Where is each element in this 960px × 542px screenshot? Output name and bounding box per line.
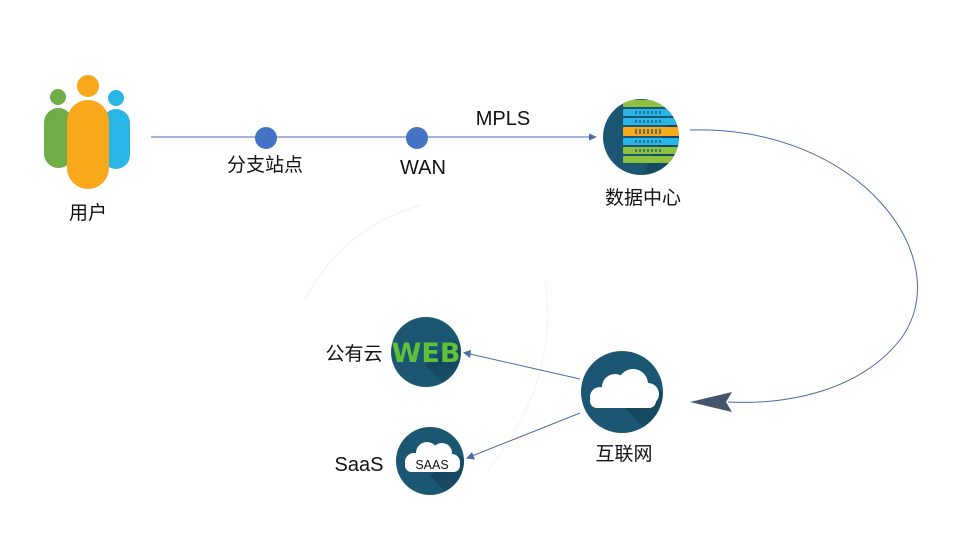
- wan-dot: [406, 127, 428, 149]
- cloud-icon: [581, 351, 663, 433]
- web-icon-text: WEB: [392, 338, 461, 369]
- mpls-label: MPLS: [476, 108, 530, 130]
- arrowhead: [463, 350, 471, 358]
- public-cloud-label: 公有云: [325, 343, 382, 365]
- link-internet-to-public-cloud: [469, 353, 581, 380]
- wan-label: WAN: [400, 157, 446, 179]
- datacenter-label: 数据中心: [605, 187, 681, 209]
- link-internet-to-saas: [471, 412, 581, 457]
- people-icon: [44, 75, 130, 189]
- background-arc: [487, 279, 549, 471]
- saas-cloud-icon: SAAS: [396, 427, 464, 495]
- background-arc: [304, 204, 421, 301]
- web-icon: WEB: [391, 317, 461, 387]
- large-arrowhead: [690, 392, 732, 412]
- link-datacenter-to-internet: [689, 129, 918, 403]
- branch-label: 分支站点: [227, 154, 303, 176]
- user-label: 用户: [69, 202, 107, 224]
- branch-dot: [255, 127, 277, 149]
- arrowhead: [466, 452, 475, 460]
- arrowhead: [589, 133, 597, 141]
- internet-label: 互联网: [595, 443, 652, 465]
- saas-icon-text: SAAS: [415, 458, 448, 472]
- server-rack-icon: [603, 99, 679, 175]
- saas-label: SaaS: [335, 454, 384, 476]
